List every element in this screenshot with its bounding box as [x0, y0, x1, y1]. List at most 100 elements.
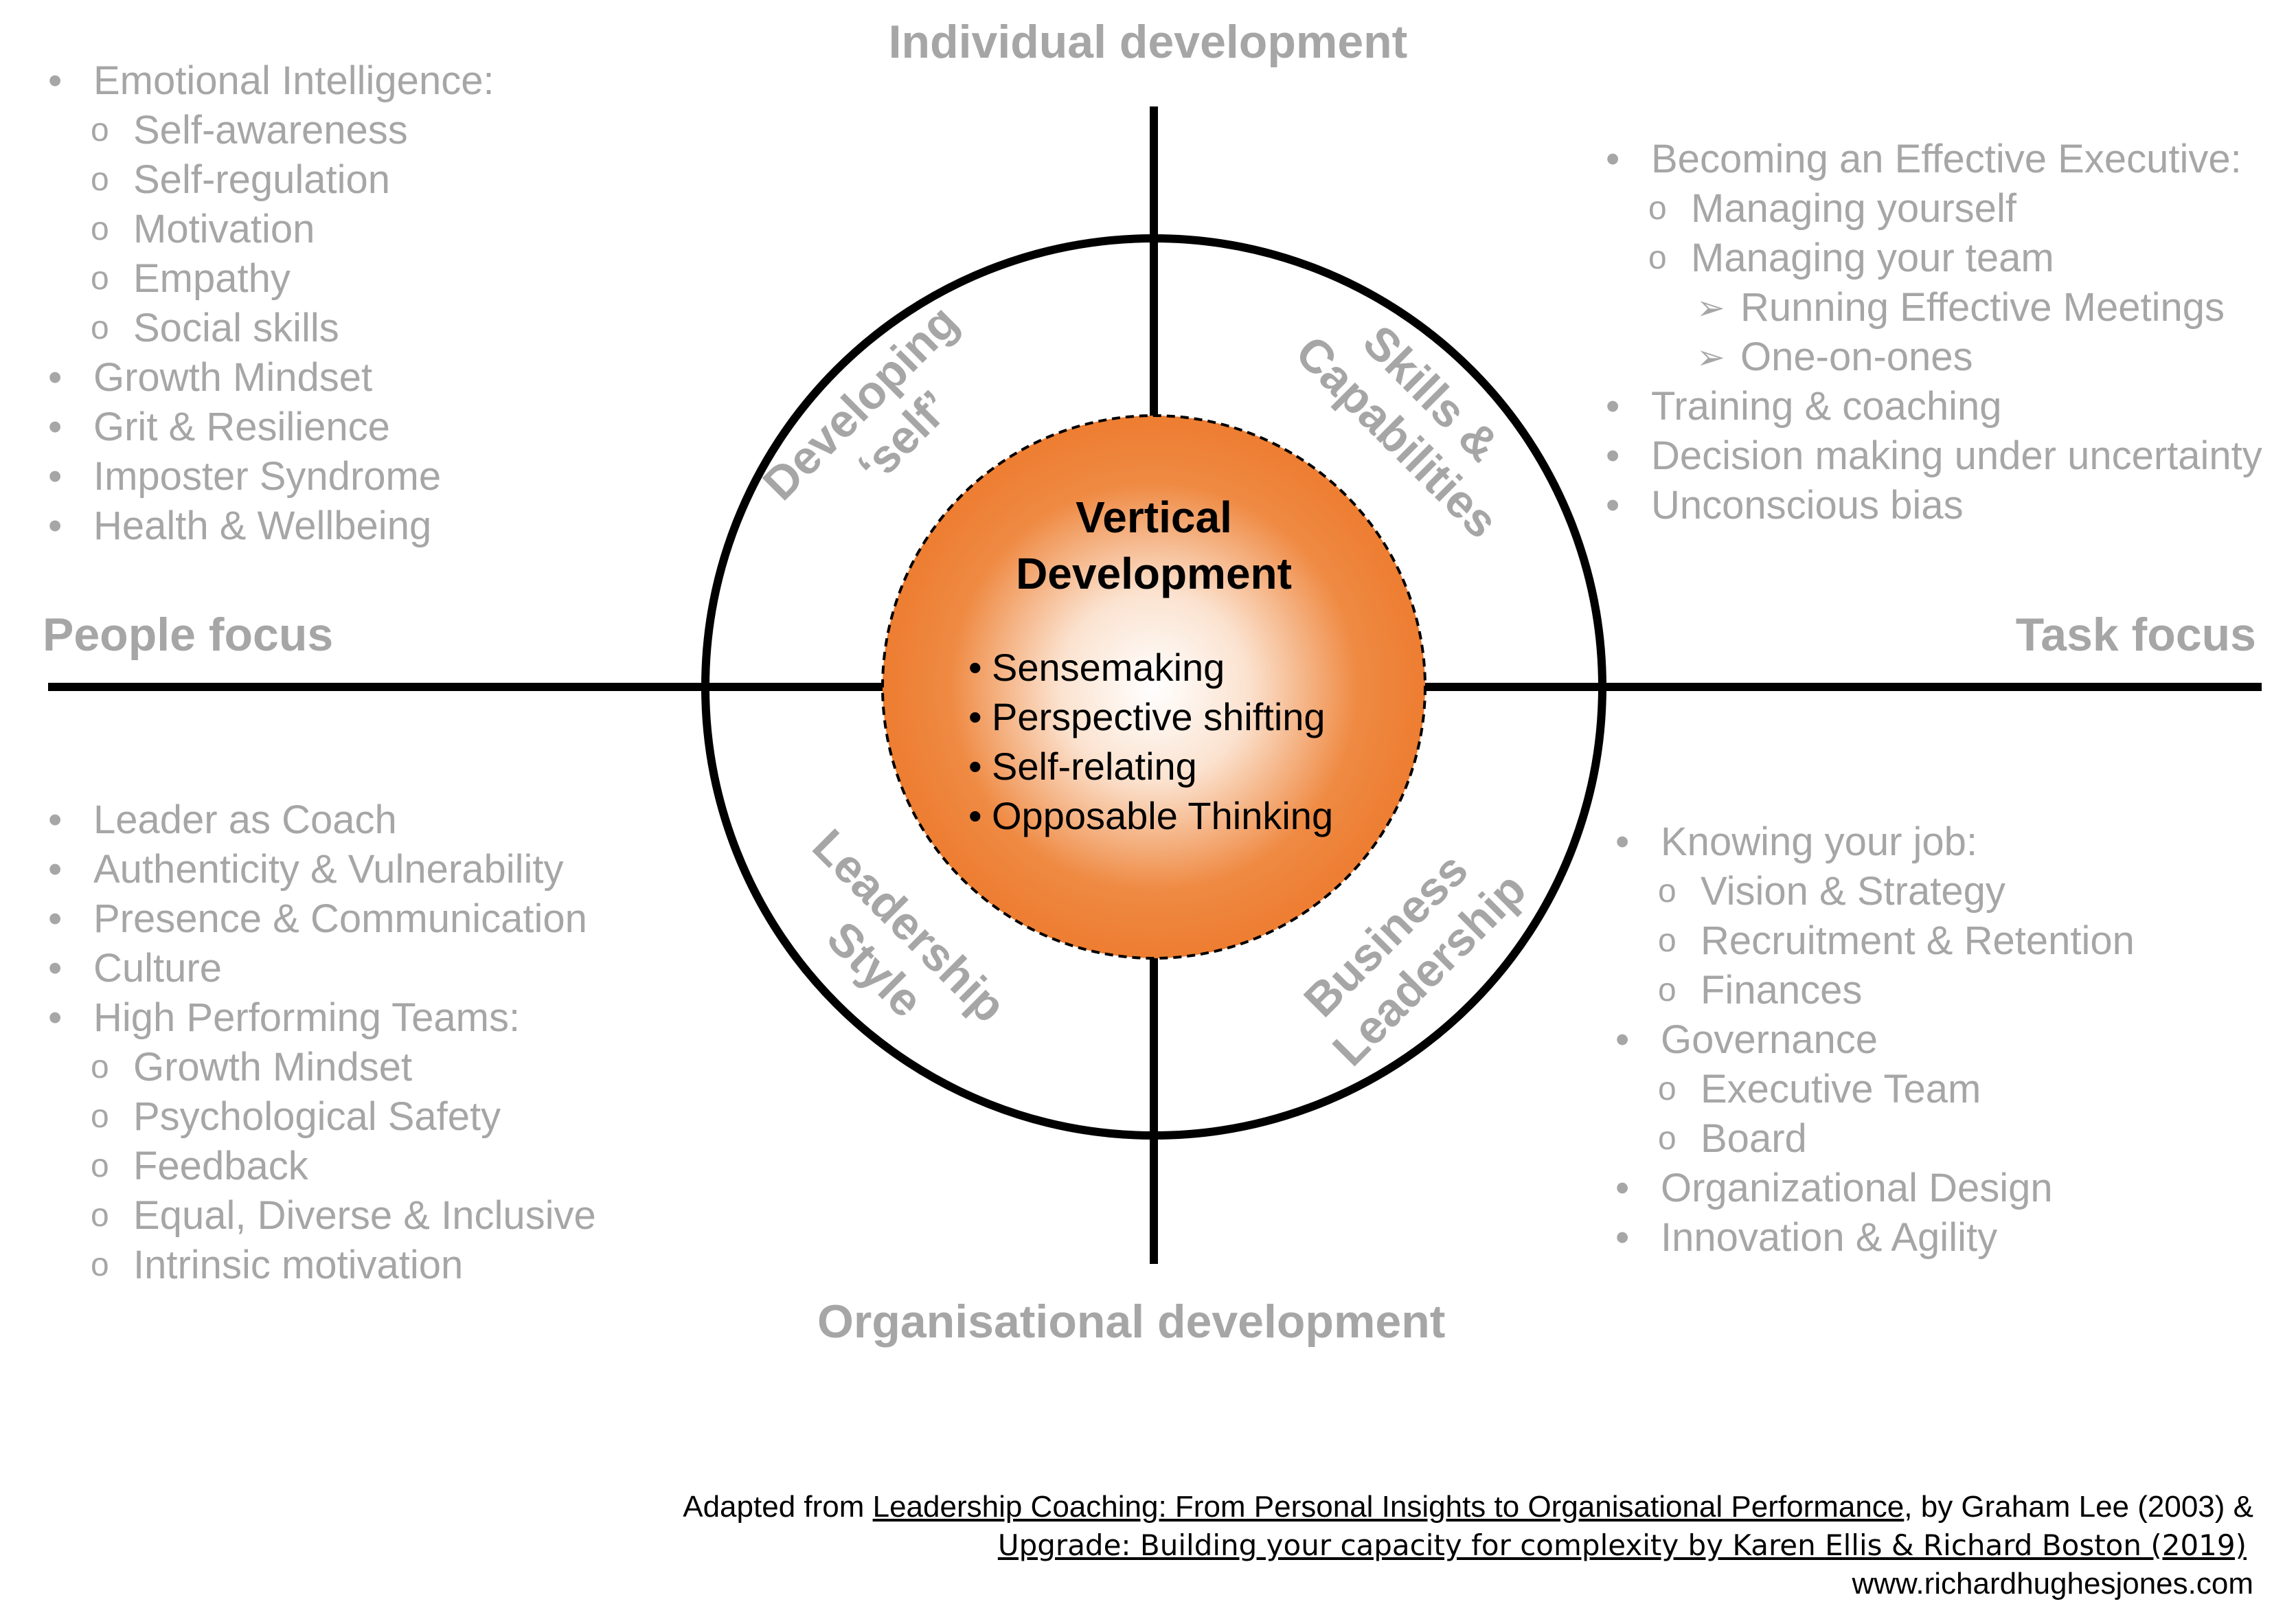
list-item-text: Training & coaching [1651, 384, 2002, 429]
bullet-marker: • [1606, 433, 1620, 478]
list-item: o Recruitment & Retention [1615, 916, 2275, 966]
list-item-text: One-on-ones [1740, 335, 1973, 379]
center-title: Vertical Development [948, 489, 1360, 602]
list-item-text: Managing your team [1691, 236, 2054, 280]
list-item: • Authenticity & Vulnerability [48, 845, 680, 894]
list-item: •Leader as Coach [48, 795, 680, 845]
list-item-text: Self-awareness [133, 108, 408, 152]
list-item-text: Motivation [133, 207, 315, 251]
list-item-text: Intrinsic motivation [133, 1243, 464, 1287]
bullet-marker: • [1606, 483, 1620, 528]
list-item: •Innovation & Agility [1615, 1213, 2275, 1263]
center-list-item: •Sensemaking [968, 646, 1225, 689]
list-item-text: Unconscious bias [1651, 483, 1964, 528]
bullet-marker: • [48, 504, 62, 548]
bullet-marker: o [1648, 190, 1667, 227]
list-item: • Unconscious bias [1606, 481, 2286, 530]
bullet-marker: • [48, 798, 62, 842]
list-item: • Health & Wellbeing [48, 501, 666, 551]
bullet-marker: • [1606, 137, 1620, 181]
bullet-marker: o [91, 260, 109, 297]
list-item: • Organizational Design [1615, 1164, 2275, 1213]
bullet-marker: o [91, 112, 109, 148]
list-item-text: Health & Wellbeing [93, 504, 432, 548]
bullet-marker: • [48, 847, 62, 892]
list-item: •Culture [48, 944, 680, 993]
bullet-marker: ➢ [1696, 289, 1725, 327]
list-item: • Imposter Syndrome [48, 452, 666, 501]
center-title-line2: Development [1016, 549, 1292, 598]
bullet-marker: o [1658, 873, 1676, 909]
axis-label-top: Individual development [888, 16, 1408, 68]
credit-block: Adapted from Leadership Coaching: From P… [683, 1488, 2253, 1603]
axis-label-right: Task focus [2015, 609, 2256, 661]
list-item-text: Imposter Syndrome [93, 454, 442, 499]
list-item: •High Performing Teams: [48, 993, 680, 1043]
list-item-text: Authenticity & Vulnerability [93, 847, 564, 892]
bullet-marker: o [91, 1247, 109, 1283]
list-item: •Presence & Communication [48, 894, 680, 944]
list-item: •Governance [1615, 1015, 2275, 1065]
axis-label-left: People focus [43, 609, 334, 661]
credit-website: www.richardhughesjones.com [1852, 1567, 2253, 1601]
list-item: •Knowing your job: [1615, 817, 2275, 867]
list-item-text: Decision making under uncertainty [1651, 433, 2262, 478]
bullet-marker: • [1615, 1017, 1630, 1062]
list-item: o Psychological Safety [48, 1092, 680, 1142]
list-item-text: Managing yourself [1691, 186, 2016, 231]
bullet-marker: ➢ [1696, 338, 1725, 376]
list-item-text: Finances [1701, 968, 1863, 1013]
bullet-marker: o [91, 1049, 109, 1085]
credit-line2: Upgrade: Building your capacity for comp… [683, 1526, 2253, 1565]
list-item-text: High Performing Teams: [93, 995, 521, 1040]
list-item-text: Psychological Safety [133, 1094, 501, 1139]
list-item: •Training & coaching [1606, 382, 2286, 431]
list-item-text: Presence & Communication [93, 896, 587, 941]
bullet-marker: • [48, 58, 62, 103]
list-item-text: Organizational Design [1661, 1166, 2053, 1210]
center-title-line1: Vertical [1076, 493, 1232, 542]
list-item: •Grit & Resilience [48, 403, 666, 452]
bullet-marker: o [1658, 923, 1676, 959]
list-item-text: Recruitment & Retention [1701, 918, 2135, 963]
list-item: •Growth Mindset [48, 353, 666, 403]
center-list-item: •Self-relating [968, 745, 1197, 788]
bullet-marker: • [48, 946, 62, 991]
list-item-text: Innovation & Agility [1661, 1215, 1998, 1260]
credit-link-upgrade[interactable]: Upgrade: Building your capacity for comp… [997, 1528, 2247, 1562]
bullet-marker: o [1658, 972, 1676, 1008]
credit-link-lee[interactable]: Leadership Coaching: From Personal Insig… [872, 1490, 1905, 1524]
bullet-marker: • [48, 405, 62, 449]
bullet-marker: o [91, 161, 109, 198]
list-item-text: Vision & Strategy [1701, 869, 2005, 914]
bullet-marker: • [1615, 819, 1630, 864]
quadrant-list-bottom-left: •Leader as Coach•Authenticity & Vulnerab… [48, 795, 680, 1290]
list-item: o Intrinsic motivation [48, 1241, 680, 1290]
list-item-text: Social skills [133, 306, 339, 350]
bullet-marker: • [48, 454, 62, 499]
bullet-marker: o [1658, 1071, 1676, 1107]
list-item-text: Growth Mindset [133, 1045, 413, 1089]
center-list-item: •Perspective shifting [968, 695, 1326, 738]
list-item: o Managing yourself [1606, 184, 2286, 234]
bullet-marker: • [48, 355, 62, 400]
bullet-marker: • [1615, 1166, 1630, 1210]
list-item: o Finances [1615, 966, 2275, 1015]
list-item: •Emotional Intelligence: [48, 56, 666, 106]
bullet-marker: o [91, 1098, 109, 1135]
center-circle [881, 414, 1427, 960]
list-item-text: Equal, Diverse & Inclusive [133, 1193, 596, 1238]
list-item: o Vision & Strategy [1615, 867, 2275, 916]
